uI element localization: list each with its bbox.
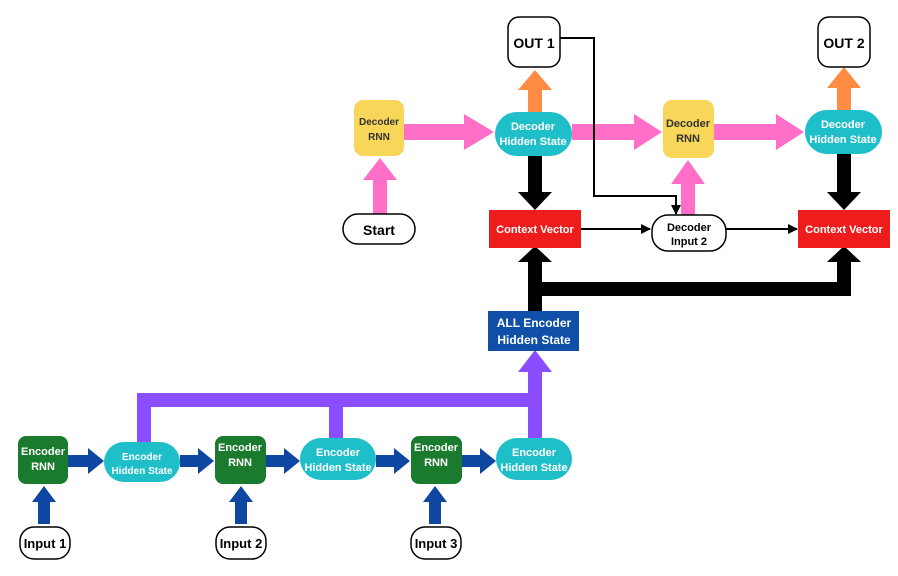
input-label: Input 2 — [220, 536, 263, 551]
out-box — [507, 16, 561, 68]
arrow-decoder-hidden1-to-out1 — [518, 70, 552, 114]
encoder-rnn-2: Encoder RNN — [215, 436, 266, 484]
arrow-encoder-rnn2-to-hidden2 — [266, 448, 300, 474]
decoder-input2-label-line2: Input 2 — [671, 236, 707, 248]
encoder-hidden-label-line1: Encoder — [512, 447, 557, 459]
context-vector-label: Context Vector — [805, 224, 883, 236]
decoder-rnn-2: Decoder RNN — [663, 100, 714, 158]
decoder-hidden-label-line2: Hidden State — [809, 134, 876, 146]
decoder-hidden-state-pill — [495, 112, 572, 156]
arrow-input3-to-encoder-rnn — [423, 486, 447, 524]
encoder-rnn-label-line2: RNN — [228, 457, 252, 469]
decoder-rnn-label-line1: Decoder — [359, 117, 399, 128]
arrow-encoder-rnn1-to-hidden1 — [68, 448, 104, 474]
decoder-rnn-label-line1: Decoder — [666, 118, 711, 130]
context-vector-box — [798, 210, 890, 248]
encoder-hidden-label-line2: Hidden State — [111, 466, 173, 477]
start-pill — [342, 213, 416, 245]
context-vector-label: Context Vector — [496, 224, 574, 236]
arrow-hidden2-to-encoder-rnn3 — [376, 448, 410, 474]
all-encoder-label-line1: ALL Encoder — [497, 316, 572, 330]
input-1: Input 1 — [19, 526, 71, 560]
context-vector-box — [489, 210, 581, 248]
input-3: Input 3 — [410, 526, 462, 560]
arrow-encoder-rnn3-to-hidden3 — [462, 448, 496, 474]
encoder-hidden-state-pill — [496, 438, 572, 480]
arrow-hidden1-to-encoder-rnn2 — [180, 448, 214, 474]
line-out1-to-decoder-input2 — [560, 37, 681, 215]
all-encoder-box — [488, 311, 579, 351]
input-label: Input 1 — [24, 536, 67, 551]
input-pill — [215, 526, 267, 560]
input-pill — [410, 526, 462, 560]
out2-label: OUT 2 — [823, 35, 864, 51]
start-node: Start — [342, 213, 416, 245]
out-box — [817, 16, 871, 68]
encoder-rnn-label-line2: RNN — [31, 461, 55, 473]
decoder-hidden-label-line2: Hidden State — [499, 136, 566, 148]
decoder-input-2: Decoder Input 2 — [651, 214, 727, 252]
arrow-decoder-hidden2-to-context2 — [827, 154, 861, 210]
decoder-hidden-label-line1: Decoder — [821, 119, 866, 131]
purple-collector-bus — [137, 350, 552, 443]
arrow-input1-to-encoder-rnn — [32, 486, 56, 524]
encoder-rnn-1: Encoder RNN — [18, 436, 68, 484]
arrow-decoder-hidden1-to-context1 — [518, 156, 552, 210]
decoder-rnn-1: Decoder RNN — [354, 100, 404, 156]
arrow-decoder-rnn-to-decoder-hidden1 — [404, 114, 494, 150]
arrow-all-encoder-to-context-vectors — [518, 246, 861, 312]
encoder-rnn-label-line2: RNN — [424, 457, 448, 469]
decoder-rnn-box — [354, 100, 404, 156]
encoder-rnn-label-line1: Encoder — [21, 446, 66, 458]
arrow-decoder-rnn2-to-decoder-hidden2 — [714, 114, 804, 150]
encoder-rnn-3: Encoder RNN — [411, 436, 462, 484]
all-encoder-label-line2: Hidden State — [497, 333, 571, 347]
arrow-decoder-hidden1-to-decoder-rnn2 — [572, 114, 662, 150]
encoder-hidden-state-2: Encoder Hidden State — [300, 438, 376, 480]
out-1: OUT 1 — [507, 16, 561, 68]
decoder-hidden-state-pill — [805, 110, 882, 154]
context-vector-2: Context Vector — [798, 210, 890, 248]
decoder-input-pill — [651, 214, 727, 252]
decoder-rnn-box — [663, 100, 714, 158]
out1-label: OUT 1 — [513, 35, 554, 51]
encoder-rnn-box — [215, 436, 266, 484]
decoder-hidden-state-1: Decoder Hidden State — [495, 112, 572, 156]
encoder-hidden-label-line1: Encoder — [122, 452, 162, 463]
encoder-hidden-state-3: Encoder Hidden State — [496, 438, 572, 480]
out-2: OUT 2 — [817, 16, 871, 68]
input-2: Input 2 — [215, 526, 267, 560]
encoder-rnn-label-line1: Encoder — [218, 442, 263, 454]
decoder-rnn-label-line2: RNN — [676, 133, 700, 145]
all-encoder-hidden-state: ALL Encoder Hidden State — [488, 311, 579, 351]
decoder-rnn-label-line2: RNN — [368, 132, 390, 143]
encoder-rnn-label-line1: Encoder — [414, 442, 459, 454]
encoder-hidden-state-pill — [300, 438, 376, 480]
encoder-hidden-label-line2: Hidden State — [500, 462, 567, 474]
encoder-rnn-box — [18, 436, 68, 484]
encoder-hidden-state-1: Encoder Hidden State — [104, 442, 180, 482]
arrow-decoder-input2-to-decoder-rnn2 — [671, 160, 705, 216]
encoder-rnn-box — [411, 436, 462, 484]
decoder-input2-label-line1: Decoder — [667, 222, 712, 234]
arrow-input2-to-encoder-rnn — [229, 486, 253, 524]
decoder-hidden-label-line1: Decoder — [511, 121, 556, 133]
decoder-hidden-state-2: Decoder Hidden State — [805, 110, 882, 154]
context-vector-1: Context Vector — [489, 210, 581, 248]
encoder-hidden-label-line2: Hidden State — [304, 462, 371, 474]
start-label: Start — [363, 222, 395, 238]
arrow-decoder-hidden2-to-out2 — [827, 67, 861, 112]
encoder-hidden-label-line1: Encoder — [316, 447, 361, 459]
input-pill — [19, 526, 71, 560]
arrow-start-to-decoder-rnn — [363, 158, 397, 214]
encoder-hidden-state-pill — [104, 442, 180, 482]
input-label: Input 3 — [415, 536, 458, 551]
